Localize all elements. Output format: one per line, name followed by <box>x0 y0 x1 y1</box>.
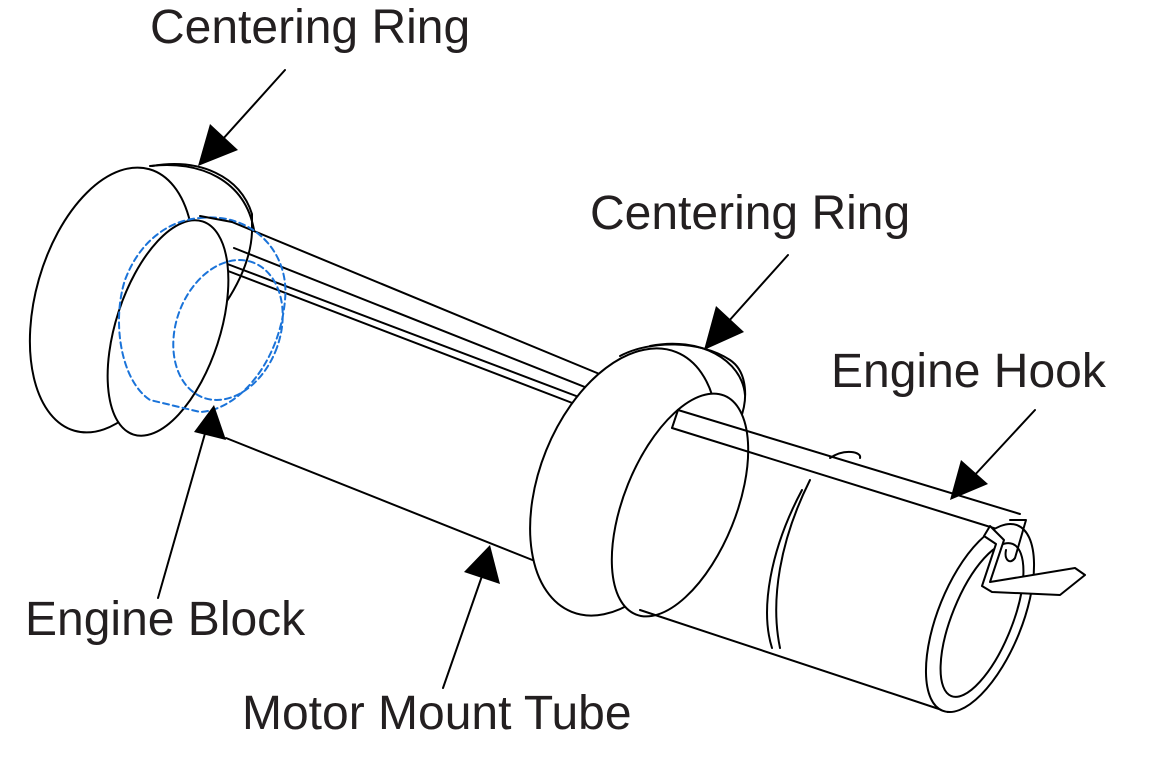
label-engine-hook: Engine Hook <box>831 345 1106 398</box>
centering-ring-right <box>529 342 750 618</box>
leader-centering-ring-left <box>221 69 286 141</box>
centering-ring-left <box>28 163 255 437</box>
label-engine-block: Engine Block <box>25 593 306 646</box>
arrowhead-engine-block <box>194 405 226 440</box>
arrowhead-engine-hook <box>950 460 988 500</box>
arrowhead-centering-ring-left <box>198 124 238 166</box>
leader-motor-mount-tube <box>442 575 483 689</box>
motor-mount-tube <box>214 221 615 566</box>
arrowhead-centering-ring-right <box>704 306 744 350</box>
engine-block-hidden <box>118 216 287 413</box>
tube-inner-edges <box>199 215 233 223</box>
leader-engine-block <box>157 429 207 599</box>
label-centering-ring-right: Centering Ring <box>590 187 911 240</box>
arrowhead-motor-mount-tube <box>464 545 500 584</box>
engine-hook <box>981 519 1086 596</box>
leader-engine-hook <box>971 409 1036 479</box>
label-centering-ring-left: Centering Ring <box>150 1 471 54</box>
arrowheads <box>194 124 988 584</box>
leader-lines <box>157 69 1036 689</box>
leader-centering-ring-right <box>727 254 789 323</box>
label-motor-mount-tube: Motor Mount Tube <box>242 687 632 740</box>
